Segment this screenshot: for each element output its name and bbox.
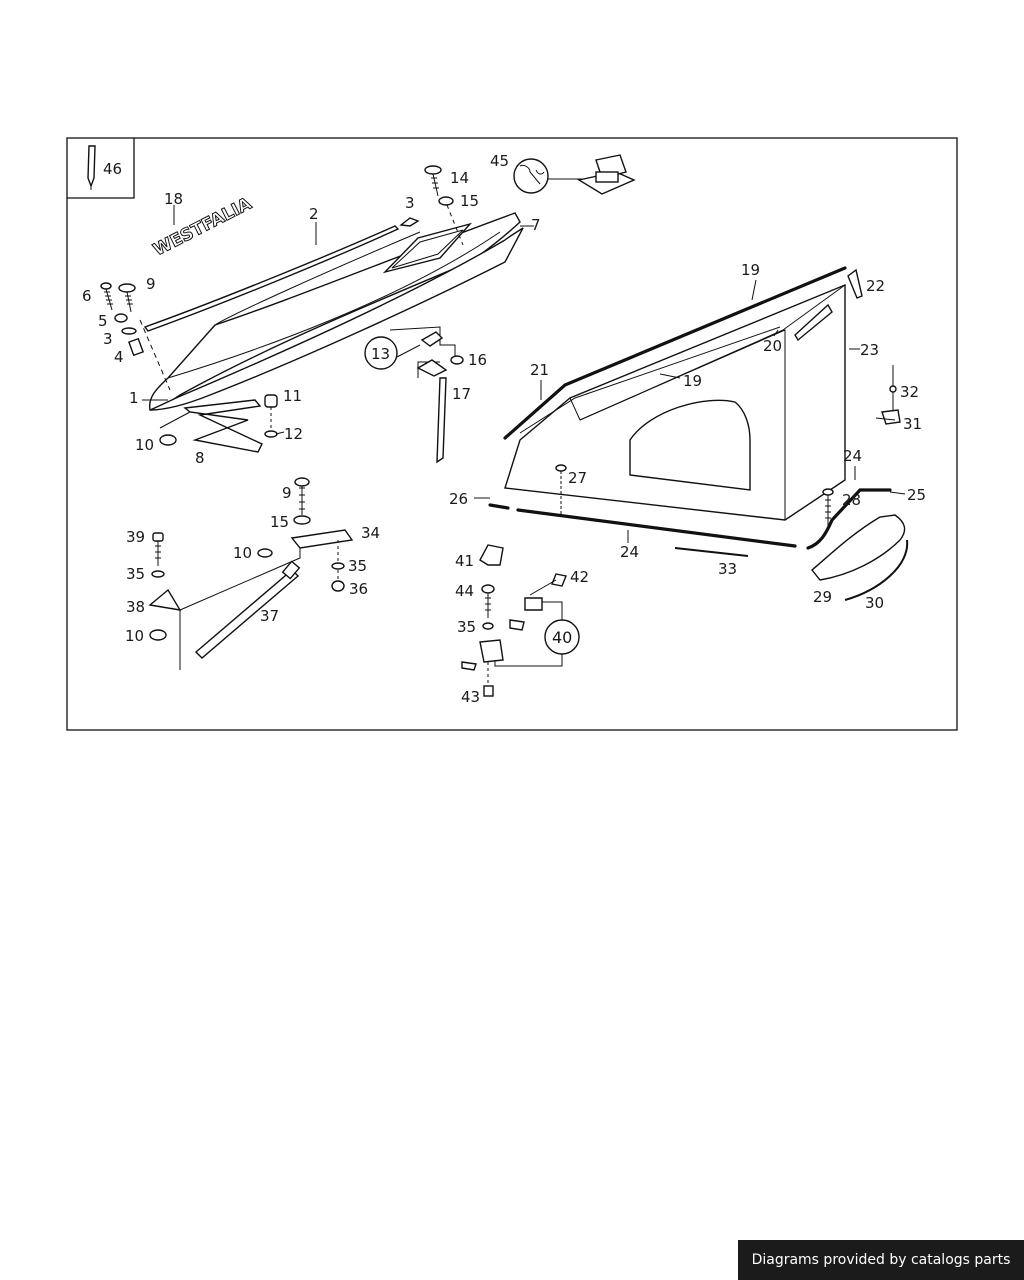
callout-33: 33	[718, 560, 737, 578]
callout-17: 17	[452, 385, 471, 403]
callout-24: 24	[843, 447, 862, 465]
callout-24b: 24	[620, 543, 639, 561]
bolt-assembly-left	[100, 282, 171, 391]
callout-30: 30	[865, 594, 884, 612]
callout-27: 27	[568, 469, 587, 487]
end-cover-29	[811, 514, 906, 581]
footer-credit: Diagrams provided by catalogs parts	[738, 1240, 1024, 1280]
callout-3b: 3	[103, 330, 113, 348]
callout-9: 9	[146, 275, 156, 293]
seal-strip-26	[488, 503, 510, 510]
callout-40: 40	[552, 628, 572, 647]
screw-14	[424, 165, 464, 246]
seal-strip-33	[674, 547, 749, 557]
callout-35c: 35	[457, 618, 476, 636]
leader-lines	[142, 205, 906, 543]
callout-12: 12	[284, 425, 303, 443]
callout-45: 45	[490, 152, 509, 170]
callout-21: 21	[530, 361, 549, 379]
screw-27	[555, 464, 567, 516]
callout-15b: 15	[270, 513, 289, 531]
callout-39: 39	[126, 528, 145, 546]
callout-23: 23	[860, 341, 879, 359]
callout-31: 31	[903, 415, 922, 433]
callout-26: 26	[449, 490, 468, 508]
callout-8: 8	[195, 449, 205, 467]
seal-strip-24b	[806, 488, 892, 550]
trim-strip	[143, 225, 400, 332]
screw-28	[822, 488, 834, 530]
callout-3: 3	[405, 194, 415, 212]
callout-10b: 10	[233, 544, 252, 562]
pin-clip	[881, 365, 901, 425]
callout-38: 38	[126, 598, 145, 616]
callout-10: 10	[135, 436, 154, 454]
bracket-assembly	[364, 326, 464, 464]
callout-2: 2	[309, 205, 319, 223]
callout-34: 34	[361, 524, 380, 542]
scissor-hinge	[159, 399, 263, 453]
callout-41: 41	[455, 552, 474, 570]
callout-36: 36	[349, 580, 368, 598]
roof-shell	[148, 212, 524, 411]
callout-29: 29	[813, 588, 832, 606]
callout-5: 5	[98, 312, 108, 330]
callout-32: 32	[900, 383, 919, 401]
callout-20: 20	[763, 337, 782, 355]
lower-bracket-stack	[148, 532, 182, 641]
callout-18: 18	[164, 190, 183, 208]
callout-labels: 46 18 2 3 14 15 45 7 6 9 5 3 4 1 11 10 1…	[82, 152, 926, 706]
clip-part	[399, 217, 420, 227]
tent-canvas	[504, 283, 846, 521]
callout-22: 22	[866, 277, 885, 295]
callout-1: 1	[129, 389, 139, 407]
frame-strip-19	[503, 266, 847, 440]
callout-44: 44	[455, 582, 474, 600]
callout-4: 4	[114, 348, 124, 366]
latch-assembly	[461, 544, 580, 697]
callout-16: 16	[468, 351, 487, 369]
callout-6: 6	[82, 287, 92, 305]
gas-strut	[179, 477, 354, 670]
callout-19: 19	[741, 261, 760, 279]
callout-10c: 10	[125, 627, 144, 645]
callout-11: 11	[283, 387, 302, 405]
callout-25: 25	[907, 486, 926, 504]
callout-37: 37	[260, 607, 279, 625]
callout-46: 46	[103, 160, 122, 178]
callout-7: 7	[531, 216, 541, 234]
end-seal-30	[844, 539, 909, 601]
callout-15: 15	[460, 192, 479, 210]
screw-22	[847, 268, 863, 299]
tent-window	[629, 399, 751, 491]
callout-19b: 19	[683, 372, 702, 390]
callout-35: 35	[348, 557, 367, 575]
seal-strip-24	[516, 508, 797, 548]
parts-box	[577, 154, 636, 195]
inset-box-46	[67, 138, 135, 199]
diagram-frame	[66, 137, 958, 731]
callout-43: 43	[461, 688, 480, 706]
frame-strip-lower	[519, 326, 781, 434]
callout-14: 14	[450, 169, 469, 187]
fastener-11	[264, 394, 278, 438]
wrench-icon	[513, 158, 582, 194]
callout-13: 13	[371, 345, 390, 363]
callout-28: 28	[842, 491, 861, 509]
callout-35b: 35	[126, 565, 145, 583]
callout-42: 42	[570, 568, 589, 586]
pen-icon	[87, 145, 96, 190]
callout-9b: 9	[282, 484, 292, 502]
